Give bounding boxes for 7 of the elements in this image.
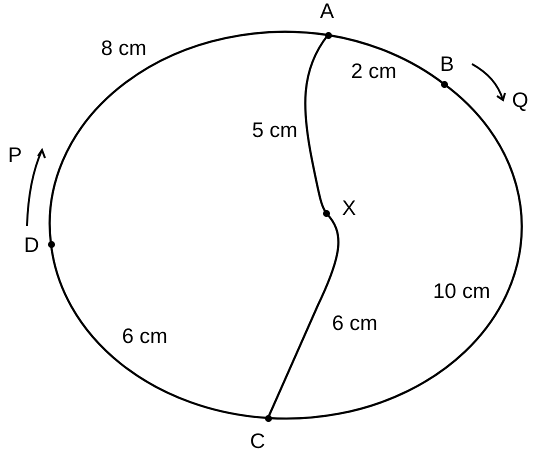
point-label: X bbox=[342, 198, 356, 220]
point-label: D bbox=[24, 235, 40, 257]
point-label: C bbox=[250, 431, 266, 453]
point-label: A bbox=[320, 1, 334, 23]
point-label: B bbox=[440, 54, 454, 76]
direction-label: P bbox=[8, 145, 22, 167]
direction-label: Q bbox=[512, 90, 528, 112]
